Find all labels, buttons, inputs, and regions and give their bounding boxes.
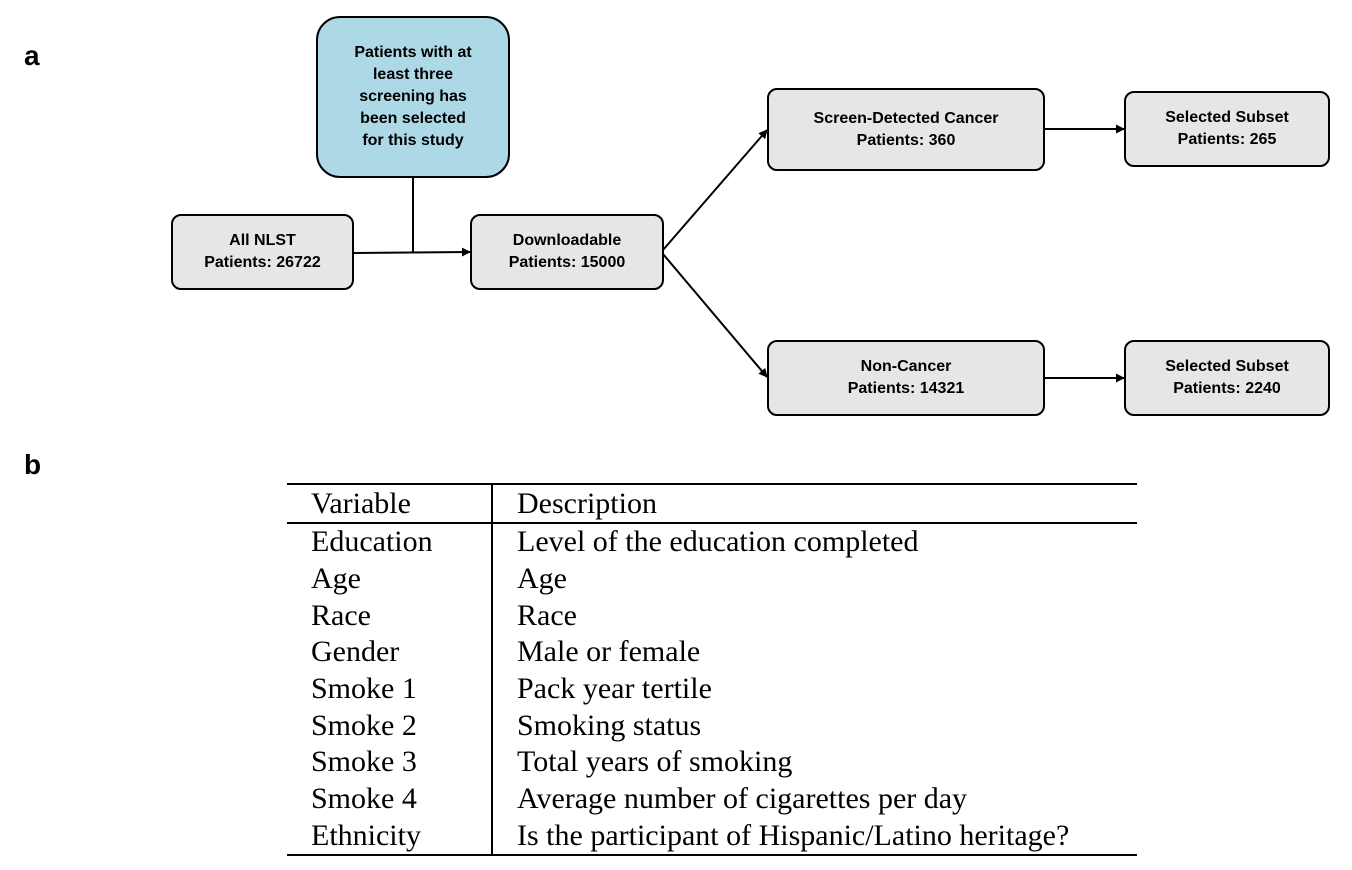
box-selected-subset-cancer: Selected Subset Patients: 265 [1124,91,1330,167]
flowchart-connectors [353,124,1125,383]
table-row: Smoke 3 Total years of smoking [287,744,1137,781]
box-screen-detected-cancer: Screen-Detected Cancer Patients: 360 [767,88,1045,171]
cell-description: Race [517,598,577,632]
box-subset-non-cancer-title: Selected Subset [1165,358,1289,375]
arrow-downloadable-to-noncancer [662,253,768,378]
box-all-nlst: All NLST Patients: 26722 [171,214,354,290]
cell-variable: Smoke 4 [287,780,493,818]
box-non-cancer-count: Patients: 14321 [847,380,965,397]
table-row: Gender Male or female [287,634,1137,671]
criterion-line-3: screening has [359,88,467,105]
cell-description: Average number of cigarettes per day [517,782,968,816]
cell-variable: Race [287,597,493,635]
table-row: Education Level of the education complet… [287,523,1137,561]
cell-description: Male or female [517,635,701,669]
cell-description: Total years of smoking [517,745,793,779]
table-row: Smoke 1 Pack year tertile [287,670,1137,708]
box-selected-subset-non-cancer: Selected Subset Patients: 2240 [1124,340,1330,416]
cell-description: Smoking status [517,708,702,742]
table-row: Age Age [287,560,1137,598]
table-row: Smoke 2 Smoking status [287,707,1137,745]
cell-variable: Smoke 3 [287,744,493,781]
arrow-downloadable-to-cancer [662,129,768,251]
box-screen-detected-title: Screen-Detected Cancer [813,109,999,127]
box-all-nlst-title: All NLST [229,232,296,249]
table-row: Ethnicity Is the participant of Hispanic… [287,817,1137,856]
header-variable: Variable [287,484,493,523]
panel-label-b: b [24,449,42,480]
box-subset-cancer-count: Patients: 265 [1177,131,1277,148]
criterion-line-2: least three [372,66,454,83]
cell-description: Is the participant of Hispanic/Latino he… [517,818,1070,852]
criterion-line-1: Patients with at [354,44,472,61]
box-non-cancer: Non-Cancer Patients: 14321 [767,340,1045,416]
cell-description: Pack year tertile [517,672,712,706]
box-non-cancer-title: Non-Cancer [860,358,952,375]
cell-description: Age [517,562,567,596]
panel-label-a: a [24,40,40,71]
cell-variable: Age [287,560,493,598]
box-subset-non-cancer-count: Patients: 2240 [1173,380,1281,397]
cell-variable: Smoke 2 [287,707,493,745]
header-description: Description [517,486,657,520]
cell-variable: Smoke 1 [287,670,493,708]
variables-table-container: Variable Description Education Level of … [287,483,1137,856]
cell-description: Level of the education completed [517,525,919,559]
table-row: Smoke 4 Average number of cigarettes per… [287,780,1137,818]
cell-variable: Gender [287,634,493,671]
criterion-line-5: for this study [362,132,464,149]
box-downloadable-title: Downloadable [512,232,622,249]
box-screen-detected-count: Patients: 360 [856,131,956,149]
box-downloadable: Downloadable Patients: 15000 [470,214,664,290]
box-selection-criterion: Patients with at least three screening h… [316,16,510,178]
variables-table: Variable Description Education Level of … [287,483,1137,856]
box-subset-cancer-title: Selected Subset [1165,109,1289,126]
arrow-all-to-downloadable [353,247,471,257]
table-header-row: Variable Description [287,484,1137,523]
cell-variable: Ethnicity [287,817,493,856]
cell-variable: Education [287,523,493,561]
box-downloadable-count: Patients: 15000 [508,254,626,271]
table-row: Race Race [287,597,1137,635]
box-all-nlst-count: Patients: 26722 [204,254,321,271]
criterion-line-4: been selected [360,110,466,127]
